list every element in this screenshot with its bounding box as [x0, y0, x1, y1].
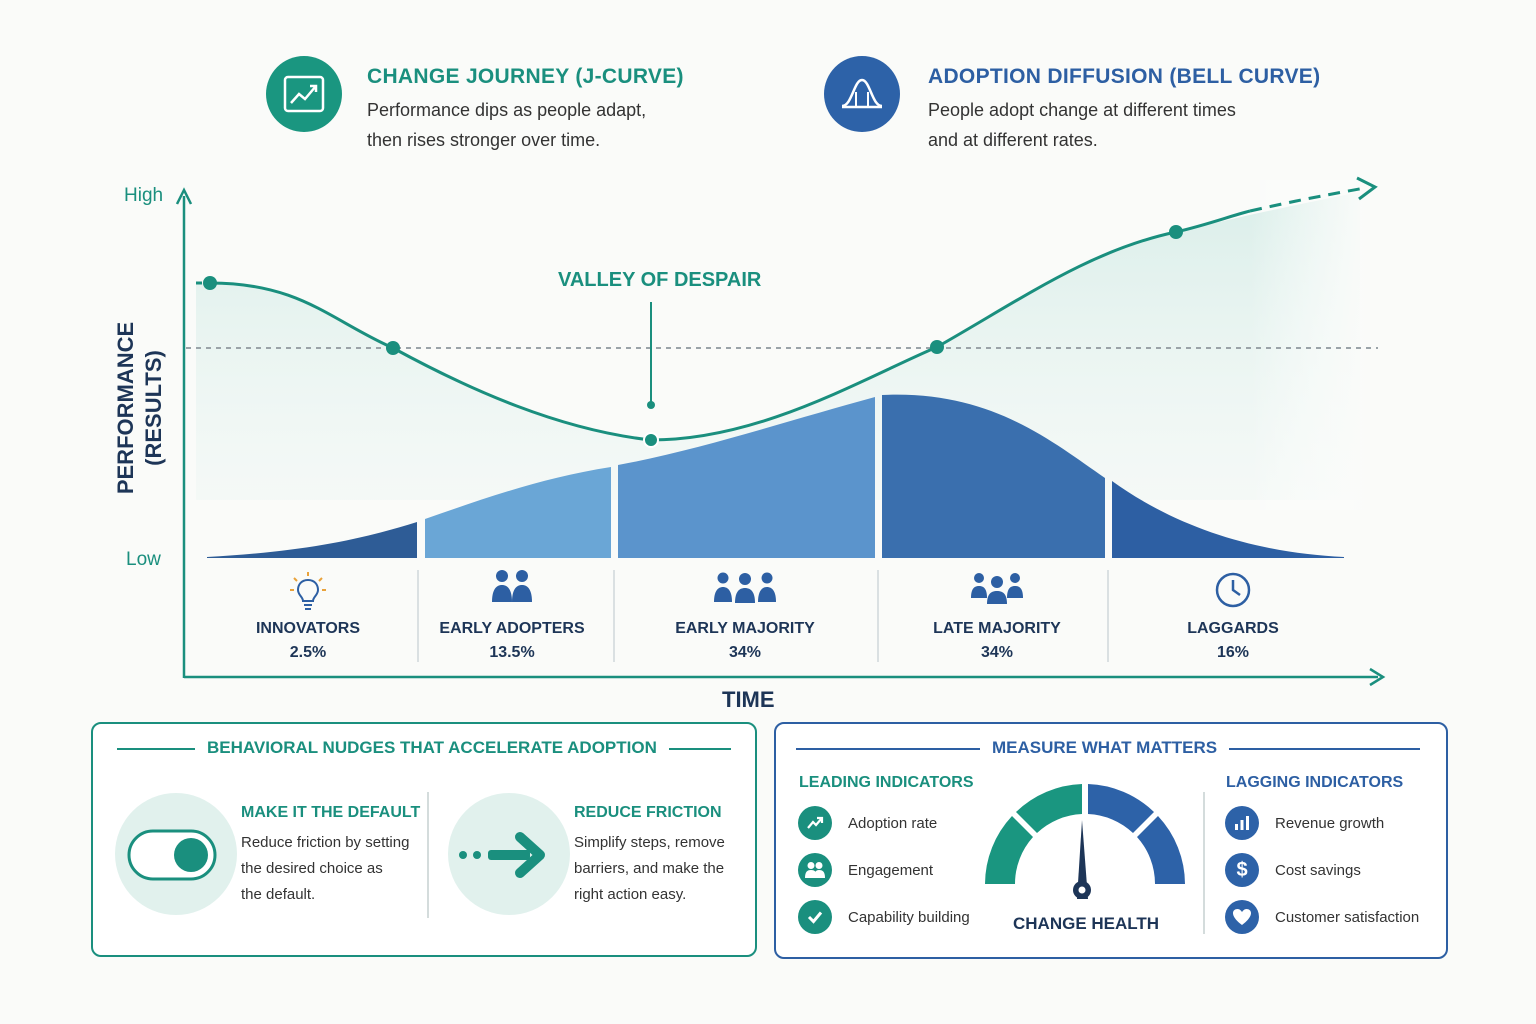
measure-panel: MEASURE WHAT MATTERS LEADING INDICATORS … [774, 722, 1448, 959]
leading-item: Engagement [798, 853, 933, 887]
bell-segment-early-majority [618, 397, 875, 558]
bell-segment-laggards [1112, 481, 1344, 558]
segment-label-early-majority: EARLY MAJORITY 34% [645, 617, 845, 665]
lagging-item: Customer satisfaction [1225, 900, 1419, 934]
segment-name: EARLY ADOPTERS [439, 620, 585, 637]
nudges-title: BEHAVIORAL NUDGES THAT ACCELERATE ADOPTI… [195, 738, 669, 758]
segment-icon-innovators [208, 570, 408, 612]
people-icon [798, 853, 832, 887]
two-people-icon [492, 570, 532, 602]
jcurve-arrowhead [1356, 176, 1378, 201]
jcurve-desc-line2: then rises stronger over time. [367, 130, 601, 150]
bell-title: ADOPTION DIFFUSION (BELL CURVE) [928, 65, 1321, 88]
bell-desc-line2: and at different rates. [928, 130, 1098, 150]
gauge-label: CHANGE HEALTH [1013, 914, 1160, 933]
segment-icon-early-majority [645, 570, 845, 604]
friction-title: REDUCE FRICTION [574, 804, 722, 821]
segment-percent: 34% [728, 644, 762, 661]
bell-segment-early-adopters [425, 467, 611, 558]
jcurve-line [209, 209, 1251, 442]
jcurve-title: CHANGE JOURNEY (J-CURVE) [367, 65, 684, 88]
default-desc-line1: Reduce friction by setting [241, 834, 410, 851]
y-axis-title: PERFORMANCE (RESULTS) [112, 308, 168, 508]
jcurve-desc-line1: Performance dips as people adapt, [367, 100, 647, 120]
segment-label-innovators: INNOVATORS 2.5% [208, 617, 408, 665]
segment-label-late-majority: LATE MAJORITY 34% [897, 617, 1097, 665]
dollar-icon: $ [1225, 853, 1259, 887]
jcurve-projection [1249, 186, 1366, 213]
bar-chart-icon [1225, 806, 1259, 840]
segment-icon-early-adopters [412, 568, 612, 604]
default-title: MAKE IT THE DEFAULT [241, 804, 421, 821]
default-desc-line3: the default. [241, 886, 316, 903]
segment-percent: 13.5% [489, 644, 535, 661]
heart-icon [1225, 900, 1259, 934]
y-axis-title-line1: PERFORMANCE [113, 321, 138, 495]
jcurve-point [386, 341, 400, 355]
jcurve-point [1169, 225, 1183, 239]
lagging-item-label: Revenue growth [1275, 814, 1385, 832]
segment-name: LAGGARDS [1187, 620, 1279, 637]
lagging-item-label: Cost savings [1275, 861, 1361, 879]
y-axis-title-line2: (RESULTS) [141, 350, 166, 466]
lightbulb-icon [290, 572, 326, 610]
checkmark-icon [798, 900, 832, 934]
y-high-label: High [124, 185, 164, 206]
change-health-gauge [985, 784, 1185, 899]
friction-desc-line3: right action easy. [574, 886, 687, 903]
toggle-switch-icon [127, 829, 217, 881]
arrow-right-icon [459, 832, 545, 878]
lagging-item: Revenue growth [1225, 806, 1384, 840]
trend-up-icon [798, 806, 832, 840]
segment-name: LATE MAJORITY [933, 620, 1061, 637]
segment-icon-late-majority [897, 570, 1097, 604]
bell-curve-icon [841, 78, 883, 109]
trend-chart-icon [283, 75, 325, 113]
segment-percent: 16% [1216, 644, 1250, 661]
group-icon [971, 573, 1023, 604]
three-people-icon [714, 572, 776, 603]
jcurve-badge [266, 56, 342, 132]
lagging-item-label: Customer satisfaction [1275, 908, 1420, 926]
bell-segment-late-majority [882, 394, 1105, 558]
jcurve-point [203, 276, 217, 290]
segment-percent: 34% [980, 644, 1014, 661]
segment-percent: 2.5% [289, 644, 327, 661]
leading-item-label: Capability building [848, 908, 970, 926]
leading-item: Adoption rate [798, 806, 937, 840]
friction-desc-line2: barriers, and make the [574, 860, 725, 877]
jcurve-point [930, 340, 944, 354]
segment-name: EARLY MAJORITY [675, 620, 815, 637]
segment-icon-laggards [1133, 571, 1333, 609]
y-low-label: Low [126, 549, 161, 570]
friction-desc-line1: Simplify steps, remove [574, 834, 725, 851]
combined-chart [175, 176, 1386, 687]
measure-title: MEASURE WHAT MATTERS [980, 738, 1230, 758]
bell-segment-innovators [207, 522, 417, 558]
clock-icon [1215, 572, 1251, 608]
lagging-item: $ Cost savings [1225, 853, 1361, 887]
friction-desc: Simplify steps, remove barriers, and mak… [574, 830, 754, 908]
lagging-title: LAGGING INDICATORS [1226, 774, 1404, 791]
bell-badge [824, 56, 900, 132]
default-desc-line2: the desired choice as [241, 860, 383, 877]
x-axis-title: TIME [722, 687, 775, 712]
segment-name: INNOVATORS [255, 620, 360, 637]
leading-title: LEADING INDICATORS [799, 774, 974, 791]
segment-label-early-adopters: EARLY ADOPTERS 13.5% [412, 617, 612, 665]
bell-desc-line1: People adopt change at different times [928, 100, 1236, 120]
leading-item: Capability building [798, 900, 970, 934]
leading-item-label: Adoption rate [848, 814, 938, 832]
valley-annotation: VALLEY OF DESPAIR [558, 269, 762, 291]
segment-label-laggards: LAGGARDS 16% [1133, 617, 1333, 665]
default-desc: Reduce friction by setting the desired c… [241, 830, 421, 908]
jcurve-point [643, 432, 659, 448]
jcurve-area [196, 192, 1360, 500]
leading-item-label: Engagement [848, 861, 934, 879]
nudges-panel: BEHAVIORAL NUDGES THAT ACCELERATE ADOPTI… [91, 722, 757, 957]
